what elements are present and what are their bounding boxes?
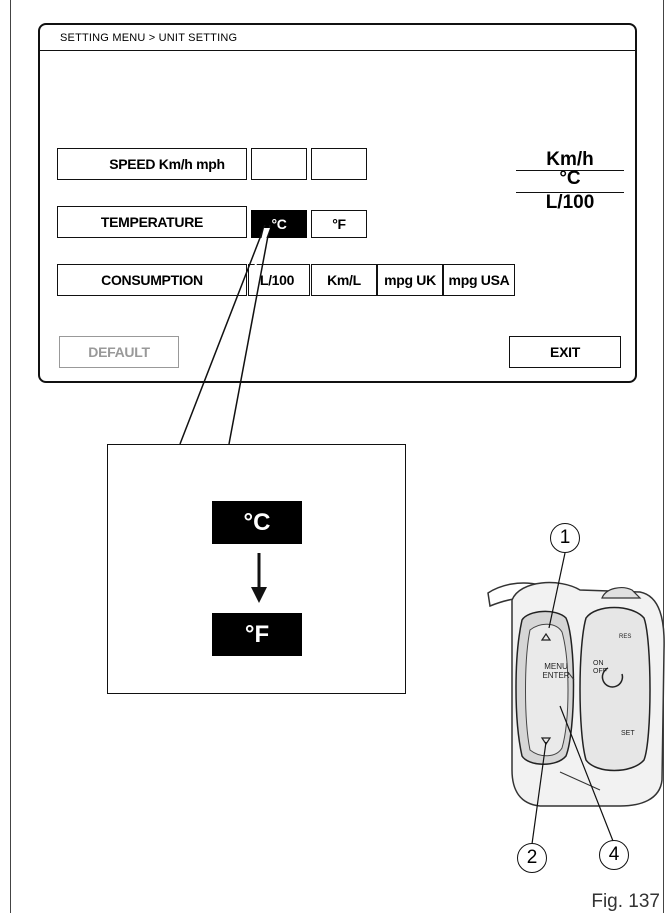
set-button[interactable]: SET [621,730,635,737]
res-button[interactable]: RES [619,634,632,640]
zoom-detail-box: °C °F [107,444,406,694]
current-units-display: Km/h °C L/100 [516,150,624,213]
unit-consumption: L/100 [545,192,595,213]
speed-row-label[interactable]: SPEED Km/h mph [57,148,247,180]
speed-row-label-text: SPEED Km/h mph [109,156,225,172]
unit-divider-2 [516,192,624,193]
zoom-to-badge: °F [212,613,302,656]
title-divider [40,50,635,51]
on-off-button[interactable]: ON OFF [593,660,607,675]
breadcrumb: SETTING MENU > UNIT SETTING [60,32,238,44]
unit-speed: Km/h [546,149,594,170]
unit-divider-1 [516,170,624,171]
figure-label: Fig. 137 [591,891,660,912]
default-button[interactable]: DEFAULT [59,336,179,368]
page-frame [10,0,664,913]
temperature-option-celsius[interactable]: °C [251,210,307,238]
callout-4: 4 [599,840,629,870]
consumption-option-mpg-usa[interactable]: mpg USA [443,264,515,296]
unit-setting-screen: SETTING MENU > UNIT SETTING [38,23,637,383]
speed-option-1[interactable] [251,148,307,180]
speed-option-2[interactable] [311,148,367,180]
consumption-option-kml[interactable]: Km/L [311,264,377,296]
exit-button[interactable]: EXIT [509,336,621,368]
consumption-option-l100-text: L/100 [259,272,295,288]
temperature-row-label[interactable]: TEMPERATURE [57,206,247,238]
temperature-option-fahrenheit[interactable]: °F [311,210,367,238]
menu-enter-button[interactable]: MENU ENTER [542,662,570,680]
arrow-down-icon [251,553,267,603]
callout-1: 1 [550,523,580,553]
zoom-from-badge: °C [212,501,302,544]
consumption-row-label[interactable]: CONSUMPTION [57,264,247,296]
callout-2: 2 [517,843,547,873]
unit-temperature: °C [559,168,581,189]
consumption-option-mpg-uk[interactable]: mpg UK [377,264,443,296]
